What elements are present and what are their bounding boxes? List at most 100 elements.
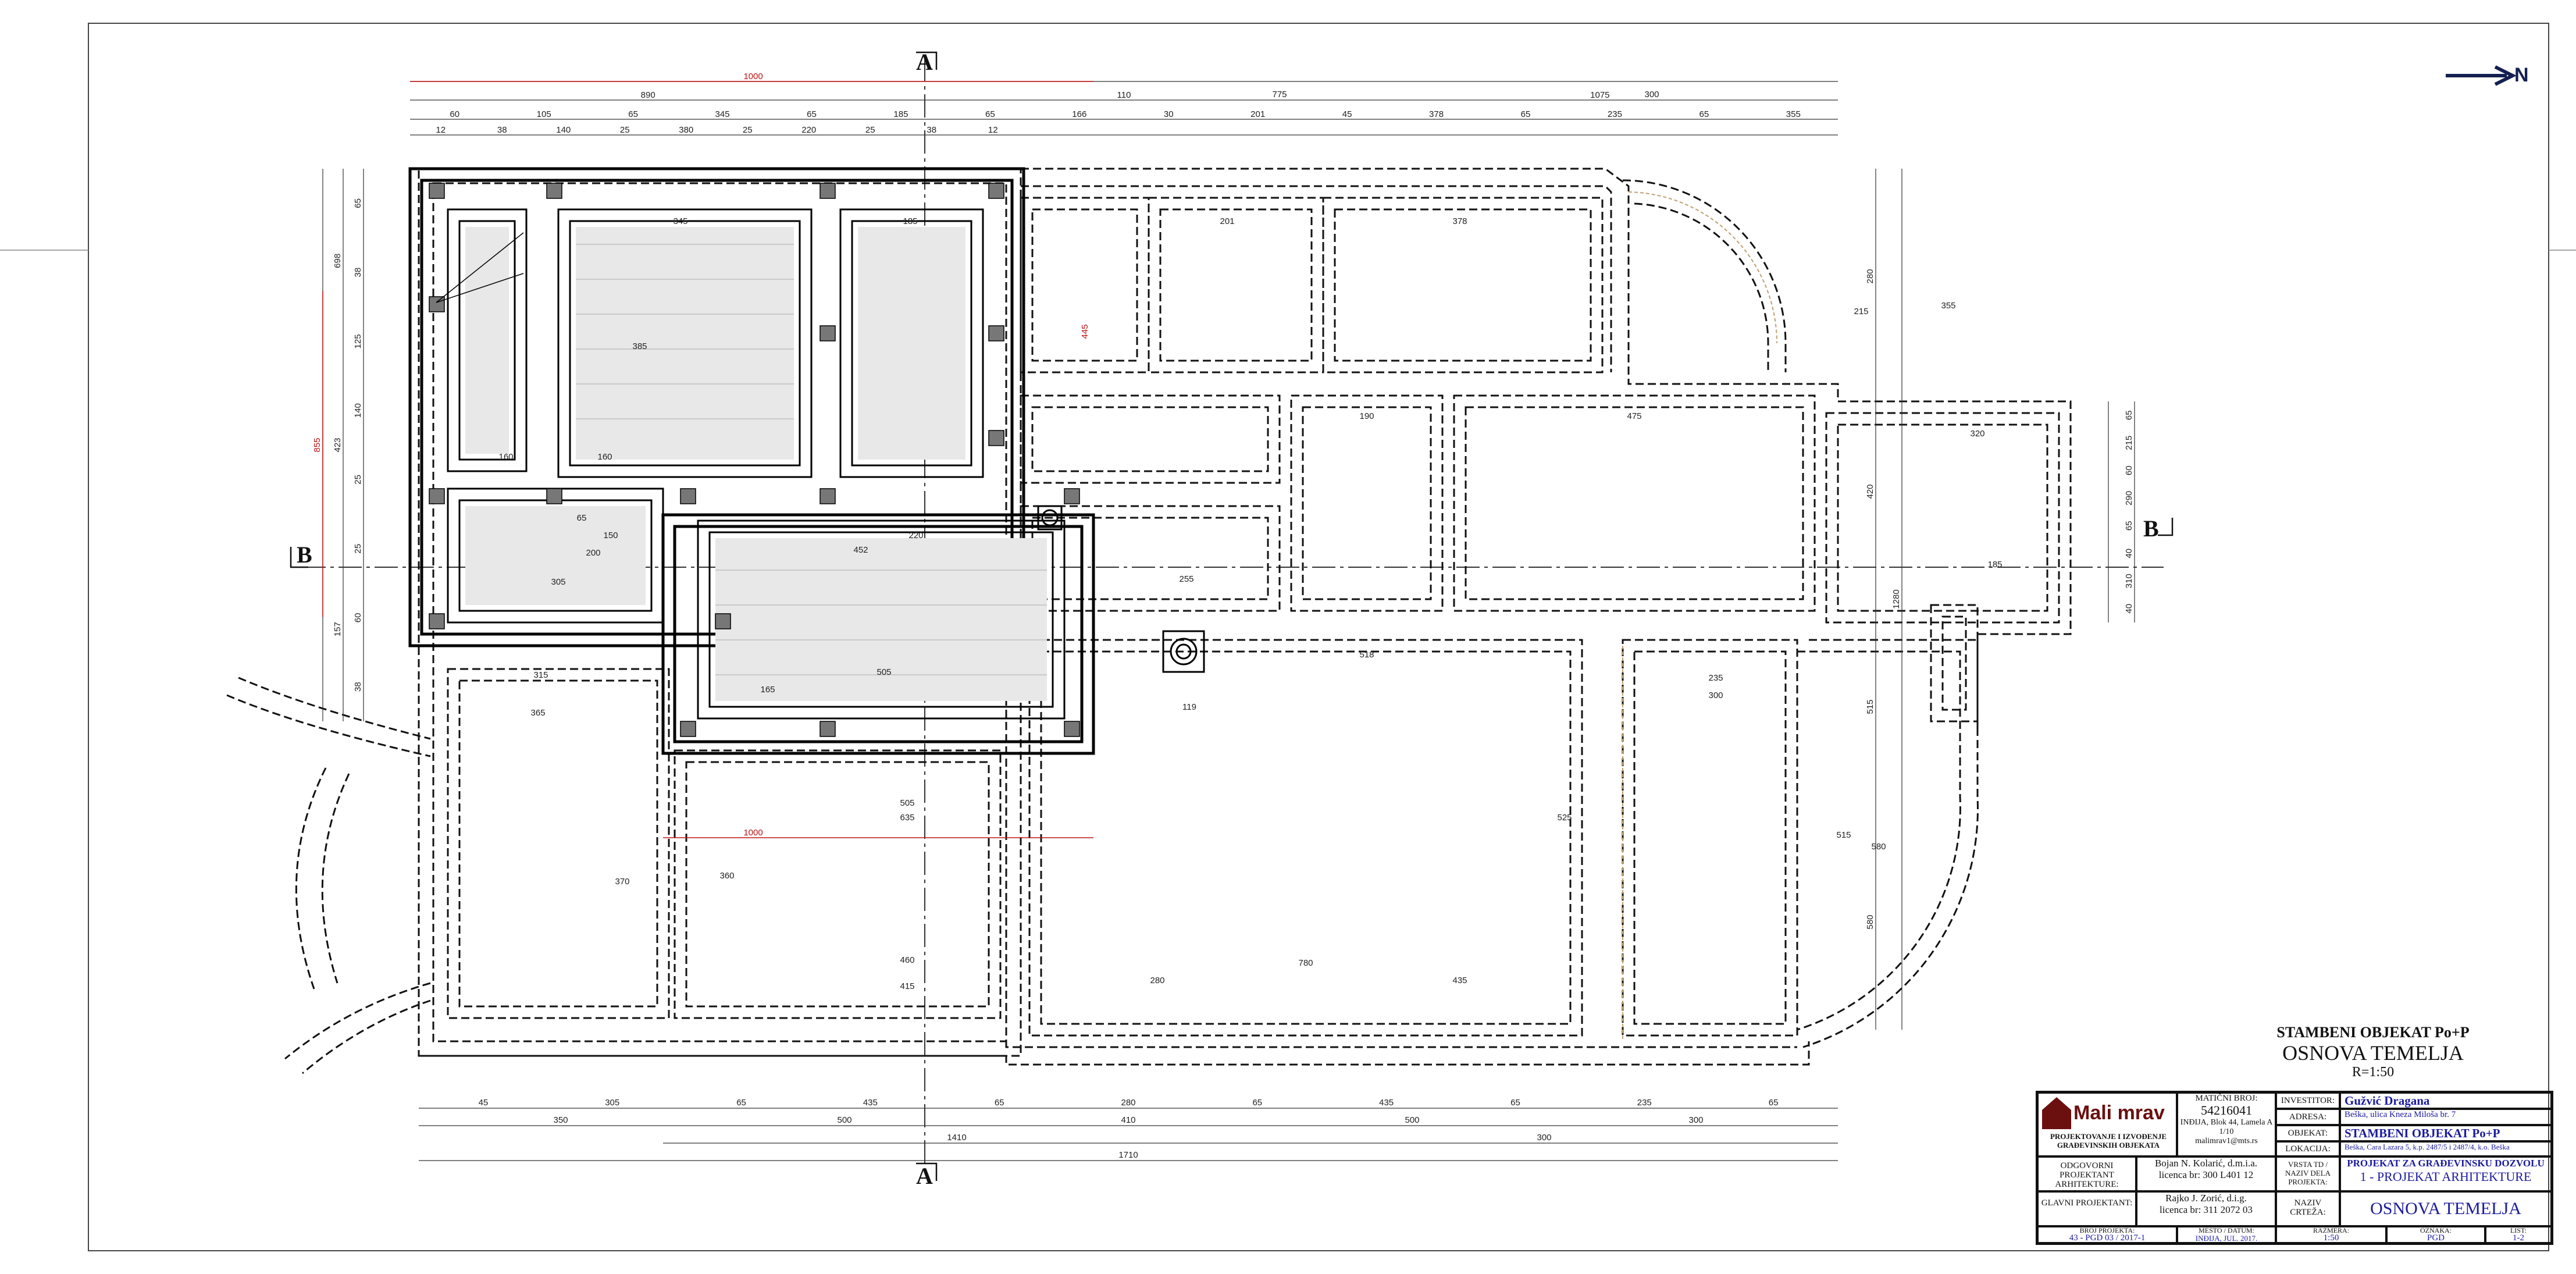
dimension-label: 500 bbox=[837, 1115, 851, 1125]
interior-dimension-label: 215 bbox=[1854, 307, 1868, 316]
dimension-label: 698 bbox=[333, 254, 343, 268]
section-mark-top: A bbox=[916, 49, 933, 75]
interior-dimension-label: 345 bbox=[673, 216, 687, 226]
dimension-label: 65 bbox=[1769, 1098, 1779, 1108]
section-mark-bottom: A bbox=[916, 1163, 933, 1189]
dimension-label: 300 bbox=[1688, 1115, 1703, 1125]
dimension-label: 30 bbox=[1164, 109, 1174, 119]
company-address: INĐIJA, Blok 44, Lamela A 1/10 bbox=[2180, 1118, 2273, 1136]
dimension-label: 12 bbox=[988, 125, 998, 135]
dimension-label: 65 bbox=[995, 1098, 1004, 1108]
dimension-label: 305 bbox=[605, 1098, 619, 1108]
chief-license: licenca br: 311 2072 03 bbox=[2160, 1204, 2253, 1215]
dimension-label: 38 bbox=[353, 682, 363, 692]
dimension-label: 140 bbox=[556, 125, 571, 135]
dimension-label: 65 bbox=[1510, 1098, 1520, 1108]
place-date: INĐIJA, JUL. 2017. bbox=[2195, 1234, 2258, 1243]
company-info: MATIČNI BROJ: 54216041 INĐIJA, Blok 44, … bbox=[2177, 1092, 2276, 1156]
interior-dimension-label: 378 bbox=[1452, 216, 1467, 226]
dimension-label: 855 bbox=[312, 437, 322, 452]
section-mark-right: B bbox=[2143, 515, 2159, 542]
dimension-label: 1710 bbox=[1118, 1150, 1138, 1160]
interior-dimension-label: 452 bbox=[853, 545, 868, 555]
dimension-label: 1280 bbox=[1891, 589, 1901, 608]
drawing-name: OSNOVA TEMELJA bbox=[2340, 1191, 2552, 1226]
dimension-label: 38 bbox=[353, 268, 363, 277]
interior-dimension-label: 185 bbox=[903, 216, 917, 226]
architect-license: licenca br: 300 L401 12 bbox=[2158, 1169, 2254, 1180]
location-value: Beška, Cara Lazara 5, k.p. 2487/5 i 2487… bbox=[2340, 1141, 2552, 1156]
drawing-title-block: STAMBENI OBJEKAT Po+P OSNOVA TEMELJA R=1… bbox=[2210, 1024, 2536, 1080]
dimension-label: 45 bbox=[479, 1098, 489, 1108]
place-date-label: MESTO / DATUM: bbox=[2199, 1226, 2254, 1234]
investor-label: INVESTITOR: bbox=[2276, 1092, 2340, 1109]
investor-value: Gužvić Dragana bbox=[2340, 1092, 2552, 1109]
dimension-label: 235 bbox=[1608, 109, 1622, 119]
dimension-label: 435 bbox=[1379, 1098, 1394, 1108]
dimension-label: 65 bbox=[985, 109, 995, 119]
interior-dimension-label: 220 bbox=[908, 531, 923, 540]
interior-dimension-label: 320 bbox=[1970, 429, 1984, 439]
dimension-label: 65 bbox=[1252, 1098, 1262, 1108]
logo-icon bbox=[2042, 1097, 2071, 1129]
place-date-cell: MESTO / DATUM: INĐIJA, JUL. 2017. bbox=[2177, 1226, 2276, 1243]
address-label: ADRESA: bbox=[2276, 1109, 2340, 1125]
dimension-label: 12 bbox=[436, 125, 446, 135]
dimension-label: 65 bbox=[2124, 521, 2134, 531]
dimension-label: 65 bbox=[353, 198, 363, 208]
doc-type-info: PROJEKAT ZA GRAĐEVINSKU DOZVOLU 1 - PROJ… bbox=[2340, 1156, 2552, 1191]
dimension-label: 410 bbox=[1121, 1115, 1135, 1125]
dimension-label: 515 bbox=[1865, 699, 1875, 714]
dimension-label: 65 bbox=[628, 109, 638, 119]
interior-dimension-label: 780 bbox=[1298, 958, 1313, 968]
interior-dimension-label: 415 bbox=[900, 981, 914, 991]
dimension-label: 105 bbox=[537, 109, 551, 119]
dimension-label: 185 bbox=[893, 109, 908, 119]
interior-dimension-label: 315 bbox=[533, 670, 548, 680]
interior-dimension-label: 255 bbox=[1179, 574, 1193, 584]
drawing-name-label: NAZIV CRTEŽA: bbox=[2276, 1191, 2340, 1226]
north-label: N bbox=[2514, 64, 2529, 86]
dimension-label: 25 bbox=[865, 125, 875, 135]
dimension-label: 60 bbox=[450, 109, 459, 119]
interior-dimension-label: 185 bbox=[1987, 560, 2002, 570]
dimension-label: 220 bbox=[801, 125, 816, 135]
north-arrow-icon: N bbox=[2440, 58, 2529, 93]
company-logo: Mali mrav PROJEKTOVANJE I IZVOĐENJE GRAĐ… bbox=[2037, 1092, 2177, 1156]
project-no-label: BROJ PROJEKTA: bbox=[2079, 1226, 2135, 1234]
drawing-scale: R=1:50 bbox=[2351, 1065, 2395, 1080]
object-label: OBJEKAT: bbox=[2276, 1125, 2340, 1141]
location-label: LOKACIJA: bbox=[2276, 1141, 2340, 1156]
red-dimension-label: 445 bbox=[1080, 324, 1090, 339]
dimension-label: 45 bbox=[1342, 109, 1352, 119]
dimension-label: 25 bbox=[743, 125, 753, 135]
dimension-label: 110 bbox=[1117, 90, 1131, 100]
dimension-label: 378 bbox=[1429, 109, 1444, 119]
dimension-label: 125 bbox=[353, 334, 363, 348]
dimension-label: 38 bbox=[497, 125, 507, 135]
dimension-label: 290 bbox=[2124, 491, 2134, 506]
interior-dimension-label: 160 bbox=[498, 452, 513, 462]
dimension-label: 40 bbox=[2124, 549, 2134, 558]
architect-label: ODGOVORNI PROJEKTANT ARHITEKTURE: bbox=[2037, 1156, 2136, 1191]
dimension-label: 65 bbox=[736, 1098, 746, 1108]
chief-name: Rajko J. Zorić, d.i.g. bbox=[2165, 1193, 2247, 1204]
dimension-label: 280 bbox=[1865, 269, 1875, 283]
dimension-label: 25 bbox=[353, 475, 363, 485]
scale-label: RAZMERA: bbox=[2313, 1226, 2349, 1234]
dimension-label: 215 bbox=[2124, 436, 2134, 450]
logo-subtitle: PROJEKTOVANJE I IZVOĐENJE GRAĐEVINSKIH O… bbox=[2050, 1132, 2167, 1150]
dimension-label: 65 bbox=[2124, 410, 2134, 420]
reg-no: 54216041 bbox=[2201, 1103, 2252, 1118]
drawing-title: OSNOVA TEMELJA bbox=[2282, 1041, 2464, 1065]
dimension-label: 140 bbox=[353, 403, 363, 418]
dimension-label: 60 bbox=[2124, 465, 2134, 475]
interior-dimension-label: 280 bbox=[1150, 976, 1164, 985]
dimension-label: 435 bbox=[863, 1098, 878, 1108]
interior-dimension-label: 150 bbox=[603, 531, 618, 540]
doc-type: PROJEKAT ZA GRAĐEVINSKU DOZVOLU bbox=[2347, 1158, 2545, 1169]
interior-dimension-label: 160 bbox=[597, 452, 612, 462]
interior-dimension-label: 300 bbox=[1708, 691, 1723, 700]
interior-dimension-label: 235 bbox=[1708, 673, 1723, 683]
